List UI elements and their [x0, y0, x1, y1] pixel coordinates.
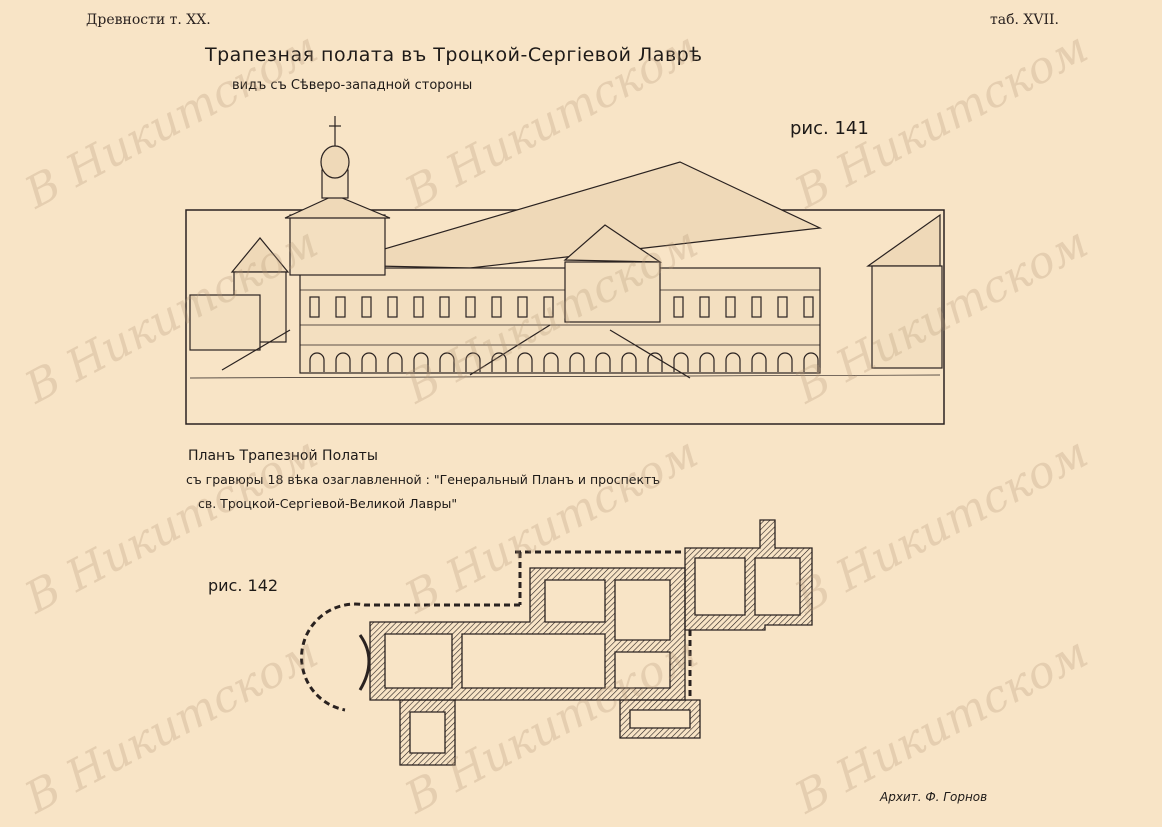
- figure-142-caption-line-3: св. Троцкой-Сергіевой-Великой Лавры": [198, 496, 458, 511]
- window: [335, 296, 346, 318]
- window: [309, 296, 320, 318]
- window: [387, 296, 398, 318]
- window: [517, 296, 528, 318]
- arch: [361, 352, 377, 372]
- figure-141-title: Трапезная полата въ Троцкой-Сергіевой Ла…: [205, 44, 703, 66]
- window: [803, 296, 814, 318]
- window: [699, 296, 710, 318]
- arch: [699, 352, 715, 372]
- arch: [569, 352, 585, 372]
- arch: [673, 352, 689, 372]
- figure-142-label: рис. 142: [208, 576, 279, 595]
- window: [465, 296, 476, 318]
- figure-142-caption-line-1: Планъ Трапезной Полаты: [188, 448, 378, 464]
- figure-141-subtitle: видъ съ Сѣверо-западной стороны: [232, 78, 473, 93]
- arch: [413, 352, 429, 372]
- arch: [517, 352, 533, 372]
- header-right: таб. XVII.: [990, 12, 1060, 28]
- arch: [725, 352, 741, 372]
- arch: [543, 352, 559, 372]
- window: [543, 296, 554, 318]
- arch: [803, 352, 819, 372]
- arch: [439, 352, 455, 372]
- arch: [491, 352, 507, 372]
- arch: [777, 352, 793, 372]
- arch: [309, 352, 325, 372]
- window: [673, 296, 684, 318]
- arch: [335, 352, 351, 372]
- window: [413, 296, 424, 318]
- arch: [751, 352, 767, 372]
- window: [439, 296, 450, 318]
- arch: [465, 352, 481, 372]
- window: [777, 296, 788, 318]
- arch: [595, 352, 611, 372]
- window: [725, 296, 736, 318]
- arch: [387, 352, 403, 372]
- header-left: Древности т. XX.: [86, 12, 211, 28]
- signature: Архит. Ф. Горнов: [880, 790, 988, 804]
- figure-141-label: рис. 141: [790, 118, 869, 139]
- window: [361, 296, 372, 318]
- arch: [621, 352, 637, 372]
- window: [491, 296, 502, 318]
- figure-142-caption-line-2: съ гравюры 18 вѣка озаглавленной : "Гене…: [186, 472, 661, 487]
- window: [751, 296, 762, 318]
- arch: [647, 352, 663, 372]
